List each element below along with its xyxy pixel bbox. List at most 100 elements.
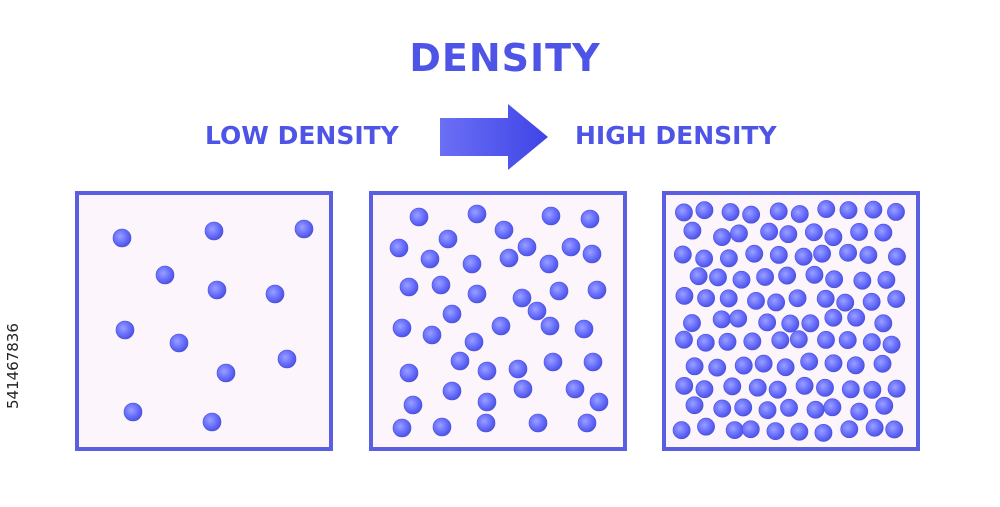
particle-icon — [734, 398, 753, 417]
particle-icon — [877, 271, 896, 289]
particle-icon — [392, 418, 412, 438]
medium-density-panel — [369, 191, 627, 451]
particle-icon — [683, 314, 701, 332]
particle-icon — [747, 291, 765, 310]
particle-icon — [801, 314, 820, 333]
particle-icon — [743, 332, 762, 351]
particle-icon — [294, 219, 314, 239]
particle-icon — [847, 308, 866, 327]
particle-icon — [476, 413, 496, 433]
particle-icon — [491, 316, 511, 336]
particle-icon — [442, 304, 462, 324]
particle-icon — [216, 363, 236, 383]
particle-icon — [477, 392, 497, 412]
particle-icon — [277, 349, 297, 369]
stock-id-text: 541467836 — [4, 323, 22, 409]
particle-icon — [729, 309, 748, 328]
particle-icon — [794, 247, 813, 266]
particle-icon — [589, 392, 609, 412]
particle-icon — [517, 237, 537, 257]
particle-icon — [123, 402, 143, 422]
particle-icon — [409, 207, 429, 227]
particle-icon — [561, 237, 581, 257]
particle-icon — [813, 244, 831, 263]
particle-icon — [838, 331, 857, 349]
particle-icon — [730, 224, 748, 243]
particle-icon — [683, 221, 702, 240]
particle-icon — [756, 268, 775, 286]
particle-icon — [696, 333, 715, 352]
particle-icon — [685, 357, 704, 376]
particle-icon — [788, 289, 807, 308]
particle-icon — [528, 413, 548, 433]
particle-icon — [438, 229, 458, 249]
particle-icon — [499, 248, 519, 268]
particle-icon — [450, 351, 470, 371]
particle-icon — [846, 356, 865, 375]
particle-icon — [582, 244, 602, 264]
particle-icon — [169, 333, 189, 353]
particle-icon — [817, 331, 835, 349]
particle-icon — [721, 203, 740, 221]
particle-icon — [780, 398, 798, 417]
particle-icon — [766, 422, 785, 441]
particle-icon — [841, 380, 860, 399]
particle-icon — [776, 358, 795, 377]
particle-icon — [583, 352, 603, 372]
particle-icon — [767, 293, 786, 312]
particle-icon — [512, 288, 532, 308]
particle-icon — [825, 270, 844, 289]
particle-icon — [464, 332, 484, 352]
low-density-panel — [75, 191, 333, 451]
particle-icon — [874, 314, 893, 333]
low-density-label: LOW DENSITY — [205, 121, 399, 150]
particle-icon — [789, 330, 808, 349]
particle-icon — [850, 223, 868, 241]
particle-icon — [725, 421, 744, 440]
particle-icon — [742, 205, 761, 224]
particle-icon — [795, 376, 814, 395]
particle-icon — [839, 201, 858, 220]
particle-icon — [723, 377, 742, 396]
particle-icon — [695, 380, 714, 399]
particle-icon — [748, 378, 767, 397]
particle-icon — [712, 310, 731, 329]
particle-icon — [392, 318, 412, 338]
particle-icon — [467, 204, 487, 224]
particle-icon — [673, 245, 692, 264]
particle-icon — [399, 363, 419, 383]
particle-icon — [207, 280, 227, 300]
particle-icon — [769, 246, 788, 264]
particle-icon — [695, 201, 714, 220]
particle-icon — [778, 266, 797, 285]
particle-icon — [859, 246, 878, 264]
particle-icon — [675, 286, 694, 305]
particle-icon — [399, 277, 419, 297]
particle-icon — [863, 380, 882, 399]
particle-icon — [587, 280, 607, 300]
particle-icon — [816, 378, 834, 397]
particle-icon — [824, 228, 843, 247]
particle-icon — [850, 402, 869, 421]
particle-icon — [204, 221, 224, 241]
particle-icon — [874, 223, 893, 242]
particle-icon — [758, 401, 777, 420]
particle-icon — [543, 352, 563, 372]
high-density-panel — [662, 191, 920, 451]
particle-icon — [422, 325, 442, 345]
particle-icon — [862, 292, 881, 311]
particle-icon — [800, 352, 819, 371]
particle-icon — [885, 420, 904, 439]
particle-icon — [442, 381, 462, 401]
particle-icon — [781, 314, 800, 333]
particle-icon — [836, 293, 855, 312]
particle-icon — [689, 267, 708, 286]
particle-icon — [574, 319, 594, 339]
particle-icon — [115, 320, 135, 340]
particle-icon — [549, 281, 569, 301]
particle-icon — [771, 331, 790, 350]
particle-icon — [806, 400, 825, 419]
particle-icon — [873, 354, 892, 373]
particle-icon — [580, 209, 600, 229]
particle-icon — [695, 249, 714, 268]
